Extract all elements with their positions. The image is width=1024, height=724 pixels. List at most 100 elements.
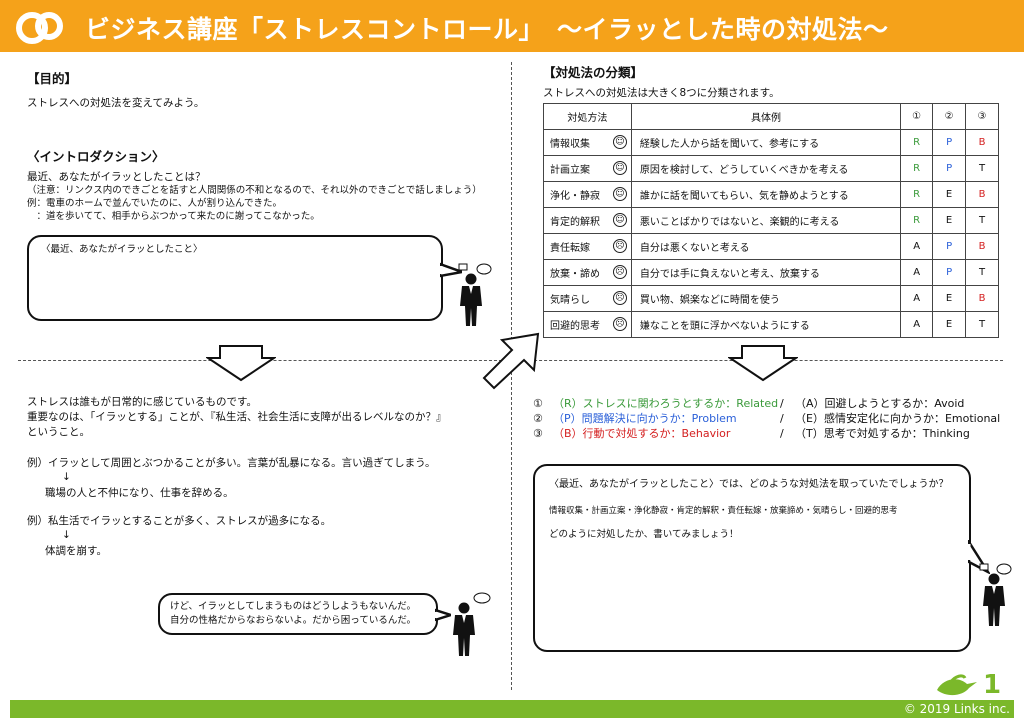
method-name: 責任転嫁 [550, 243, 590, 254]
legend-number: ② [533, 412, 543, 425]
code-cell: E [932, 181, 967, 208]
legend-right: （T）思考で対処するか：Thinking [795, 427, 970, 440]
purpose-text: ストレスへの対処法を変えてみよう。 [27, 97, 205, 109]
method-example: 嫌なことを頭に浮かべないようにする [630, 311, 902, 338]
down-arrow-icon [206, 345, 276, 382]
code-cell: E [932, 207, 967, 234]
frown-face-icon: ☹ [612, 239, 627, 253]
frown-face-icon: ☹ [612, 317, 627, 331]
intro-line: 最近、あなたがイラッとしたことは？ [27, 171, 206, 183]
table-row: 情報収集 ☺ 経験した人から話を聞いて、参考にする R P B [543, 129, 999, 156]
code-cell: B [965, 285, 999, 312]
legend-number: ① [533, 397, 543, 410]
table-row: 放棄・諦め ☹ 自分では手に負えないと考え、放棄する A P T [543, 259, 999, 286]
column-header: 具体例 [630, 103, 902, 130]
vertical-divider [511, 62, 512, 690]
legend-number: ③ [533, 427, 543, 440]
frown-face-icon: ☹ [612, 291, 627, 305]
smile-face-icon: ☺ [612, 213, 627, 227]
code-cell: E [932, 285, 967, 312]
arrow-text: ↓ [62, 471, 71, 483]
code-cell: A [900, 259, 934, 286]
code-cell: R [900, 155, 934, 182]
purpose-heading: 【目的】 [27, 71, 78, 86]
intro-heading: 〈イントロダクション〉 [27, 149, 165, 164]
stress-line: ということ。 [27, 426, 90, 438]
bubble-tail [440, 262, 462, 278]
businessman-thinking-icon [979, 563, 1012, 626]
bubble-tail [435, 608, 451, 622]
code-cell: A [900, 233, 934, 260]
coping-answer-bubble[interactable]: 〈最近、あなたがイラッとしたこと〉では、どのような対処法を取っていたでしょうか？… [533, 464, 971, 652]
stress-line: 例）イラッとして周囲とぶつかることが多い。言葉が乱暴になる。言い過ぎてしまう。 [27, 457, 436, 469]
legend-sep: / [780, 397, 784, 410]
smile-face-icon: ☺ [612, 187, 627, 201]
links-logo-icon [16, 12, 63, 44]
table-row: 回避的思考 ☹ 嫌なことを頭に浮かべないようにする A E T [543, 311, 999, 338]
down-arrow-icon [728, 345, 798, 382]
stress-line: 重要なのは、「イラッとする」ことが、『私生活、社会生活に支障が出るレベルなのか？… [27, 411, 447, 423]
code-cell: P [932, 155, 967, 182]
page-number: 1 [983, 670, 1002, 700]
method-name: 浄化・静寂 [550, 191, 600, 202]
column-header: 対処方法 [543, 103, 632, 130]
copyright-text: © 2019 Links inc. [903, 702, 1010, 716]
column-header: ③ [965, 103, 999, 130]
page-title: ビジネス講座「ストレスコントロール」 ～イラッとした時の対処法～ [85, 15, 889, 44]
code-cell: A [900, 311, 934, 338]
table-row: 計画立案☺ 原因を検討して、どうしていくべきかを考える R P T [543, 155, 999, 182]
code-cell: P [932, 233, 967, 260]
legend-left: （P）問題解決に向かうか：Problem [553, 412, 737, 425]
method-name: 放棄・諦め [550, 269, 600, 280]
code-cell: A [900, 285, 934, 312]
stress-line: 体調を崩す。 [45, 545, 107, 557]
legend-right: （A）回避しようとするか：Avoid [795, 397, 965, 410]
method-example: 自分は悪くないと考える [630, 233, 902, 260]
stress-line: 職場の人と不仲になり、仕事を辞める。 [45, 487, 234, 499]
method-example: 自分では手に負えないと考え、放棄する [630, 259, 902, 286]
question-line: 〈最近、あなたがイラッとしたこと〉では、どのような対処法を取っていたでしょうか？ [549, 479, 949, 490]
intro-line: （注意：リンクス内のできごとを話すと人間関係の不和となるので、それ以外のできごと… [27, 185, 482, 196]
table-row: 浄化・静寂☺ 誰かに話を聞いてもらい、気を静めようとする R E B [543, 181, 999, 208]
smile-face-icon: ☺ [612, 135, 627, 149]
intro-line: ：道を歩いてて、相手からぶつかって来たのに謝ってこなかった。 [27, 211, 320, 222]
legend-sep: / [780, 427, 784, 440]
code-cell: E [932, 311, 967, 338]
coping-methods-table: 対処方法 具体例 ① ② ③ 情報収集 ☺ 経験した人から話を聞いて、参考にする … [543, 103, 999, 338]
table-row: 肯定的解釈☺ 悪いことばかりではないと、楽観的に考える R E T [543, 207, 999, 234]
bird-logo-icon [937, 674, 977, 696]
code-cell: R [900, 207, 934, 234]
worry-speech-bubble: けど、イラッとしてしまうものはどうしようもないんだ。 自分の性格だからなおらない… [158, 593, 438, 635]
classification-subtitle: ストレスへの対処法は大きく8つに分類されます。 [543, 87, 780, 99]
method-name: 回避的思考 [550, 321, 600, 332]
code-cell: R [900, 129, 934, 156]
column-header: ② [932, 103, 967, 130]
diagonal-arrow-icon [482, 332, 540, 390]
bubble-line: けど、イラッとしてしまうものはどうしようもないんだ。 [170, 601, 416, 612]
code-cell: T [965, 259, 999, 286]
code-cell: T [965, 311, 999, 338]
classification-heading: 【対処法の分類】 [543, 65, 644, 80]
method-name: 計画立案 [550, 165, 590, 176]
column-header: ① [900, 103, 934, 130]
irritation-answer-bubble[interactable]: 〈最近、あなたがイラッとしたこと〉 [27, 235, 443, 321]
method-example: 誰かに話を聞いてもらい、気を静めようとする [630, 181, 902, 208]
method-example: 経験した人から話を聞いて、参考にする [630, 129, 902, 156]
frown-face-icon: ☹ [612, 265, 627, 279]
legend-left: （R）ストレスに関わろうとするか：Related [553, 397, 779, 410]
method-name: 情報収集 [550, 139, 590, 150]
table-header-row: 対処方法 具体例 ① ② ③ [543, 103, 999, 130]
bubble-line: 自分の性格だからなおらないよ。だから困っているんだ。 [170, 615, 417, 626]
code-cell: B [965, 129, 999, 156]
method-name: 肯定的解釈 [550, 217, 600, 228]
stress-line: 例）私生活でイラッとすることが多く、ストレスが過多になる。 [27, 515, 332, 527]
table-row: 責任転嫁☹ 自分は悪くないと考える A P B [543, 233, 999, 260]
code-cell: P [932, 129, 967, 156]
method-example: 悪いことばかりではないと、楽観的に考える [630, 207, 902, 234]
code-cell: P [932, 259, 967, 286]
businessman-worried-icon [453, 592, 491, 656]
legend-left: （B）行動で対処するか：Behavior [553, 427, 731, 440]
question-line: 情報収集・計画立案・浄化静寂・肯定的解釈・責任転嫁・放棄諦め・気晴らし・回避的思… [549, 506, 898, 516]
smile-face-icon: ☺ [612, 161, 627, 175]
code-cell: B [965, 181, 999, 208]
